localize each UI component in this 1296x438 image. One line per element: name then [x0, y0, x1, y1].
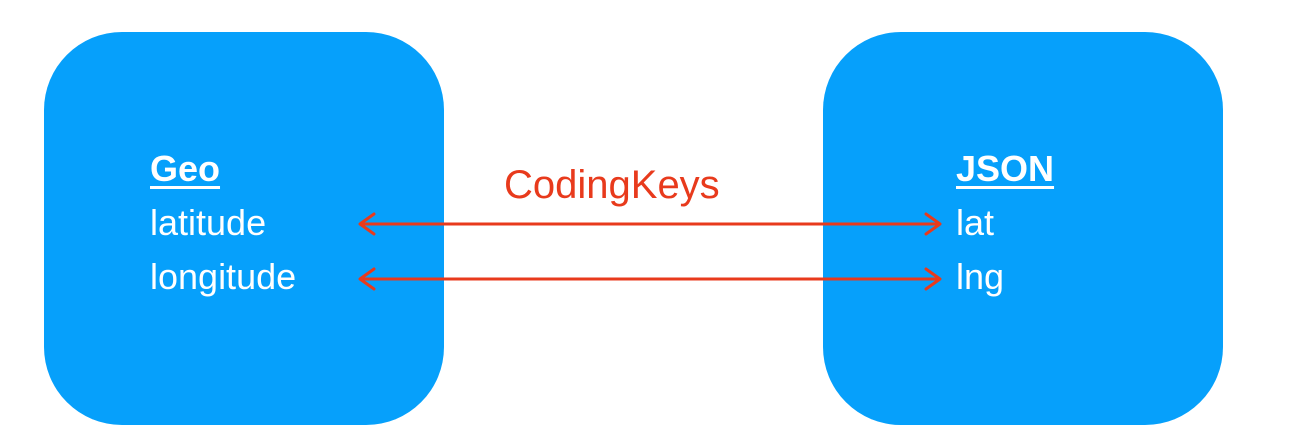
geo-title: Geo: [150, 148, 221, 189]
arrow-longitude-lng: [358, 267, 942, 291]
geo-field-longitude: longitude: [150, 256, 297, 297]
json-title: JSON: [956, 148, 1055, 189]
geo-box-content: Geo latitude longitude: [150, 142, 296, 304]
coding-keys-label: CodingKeys: [504, 163, 720, 207]
json-field-lat: lat: [956, 202, 995, 243]
arrow-latitude-lat: [358, 212, 942, 236]
geo-field-latitude: latitude: [150, 202, 267, 243]
json-box-content: JSON lat lng: [956, 142, 1054, 304]
json-field-lng: lng: [956, 256, 1005, 297]
json-box: [823, 32, 1223, 425]
geo-box: [44, 32, 444, 425]
